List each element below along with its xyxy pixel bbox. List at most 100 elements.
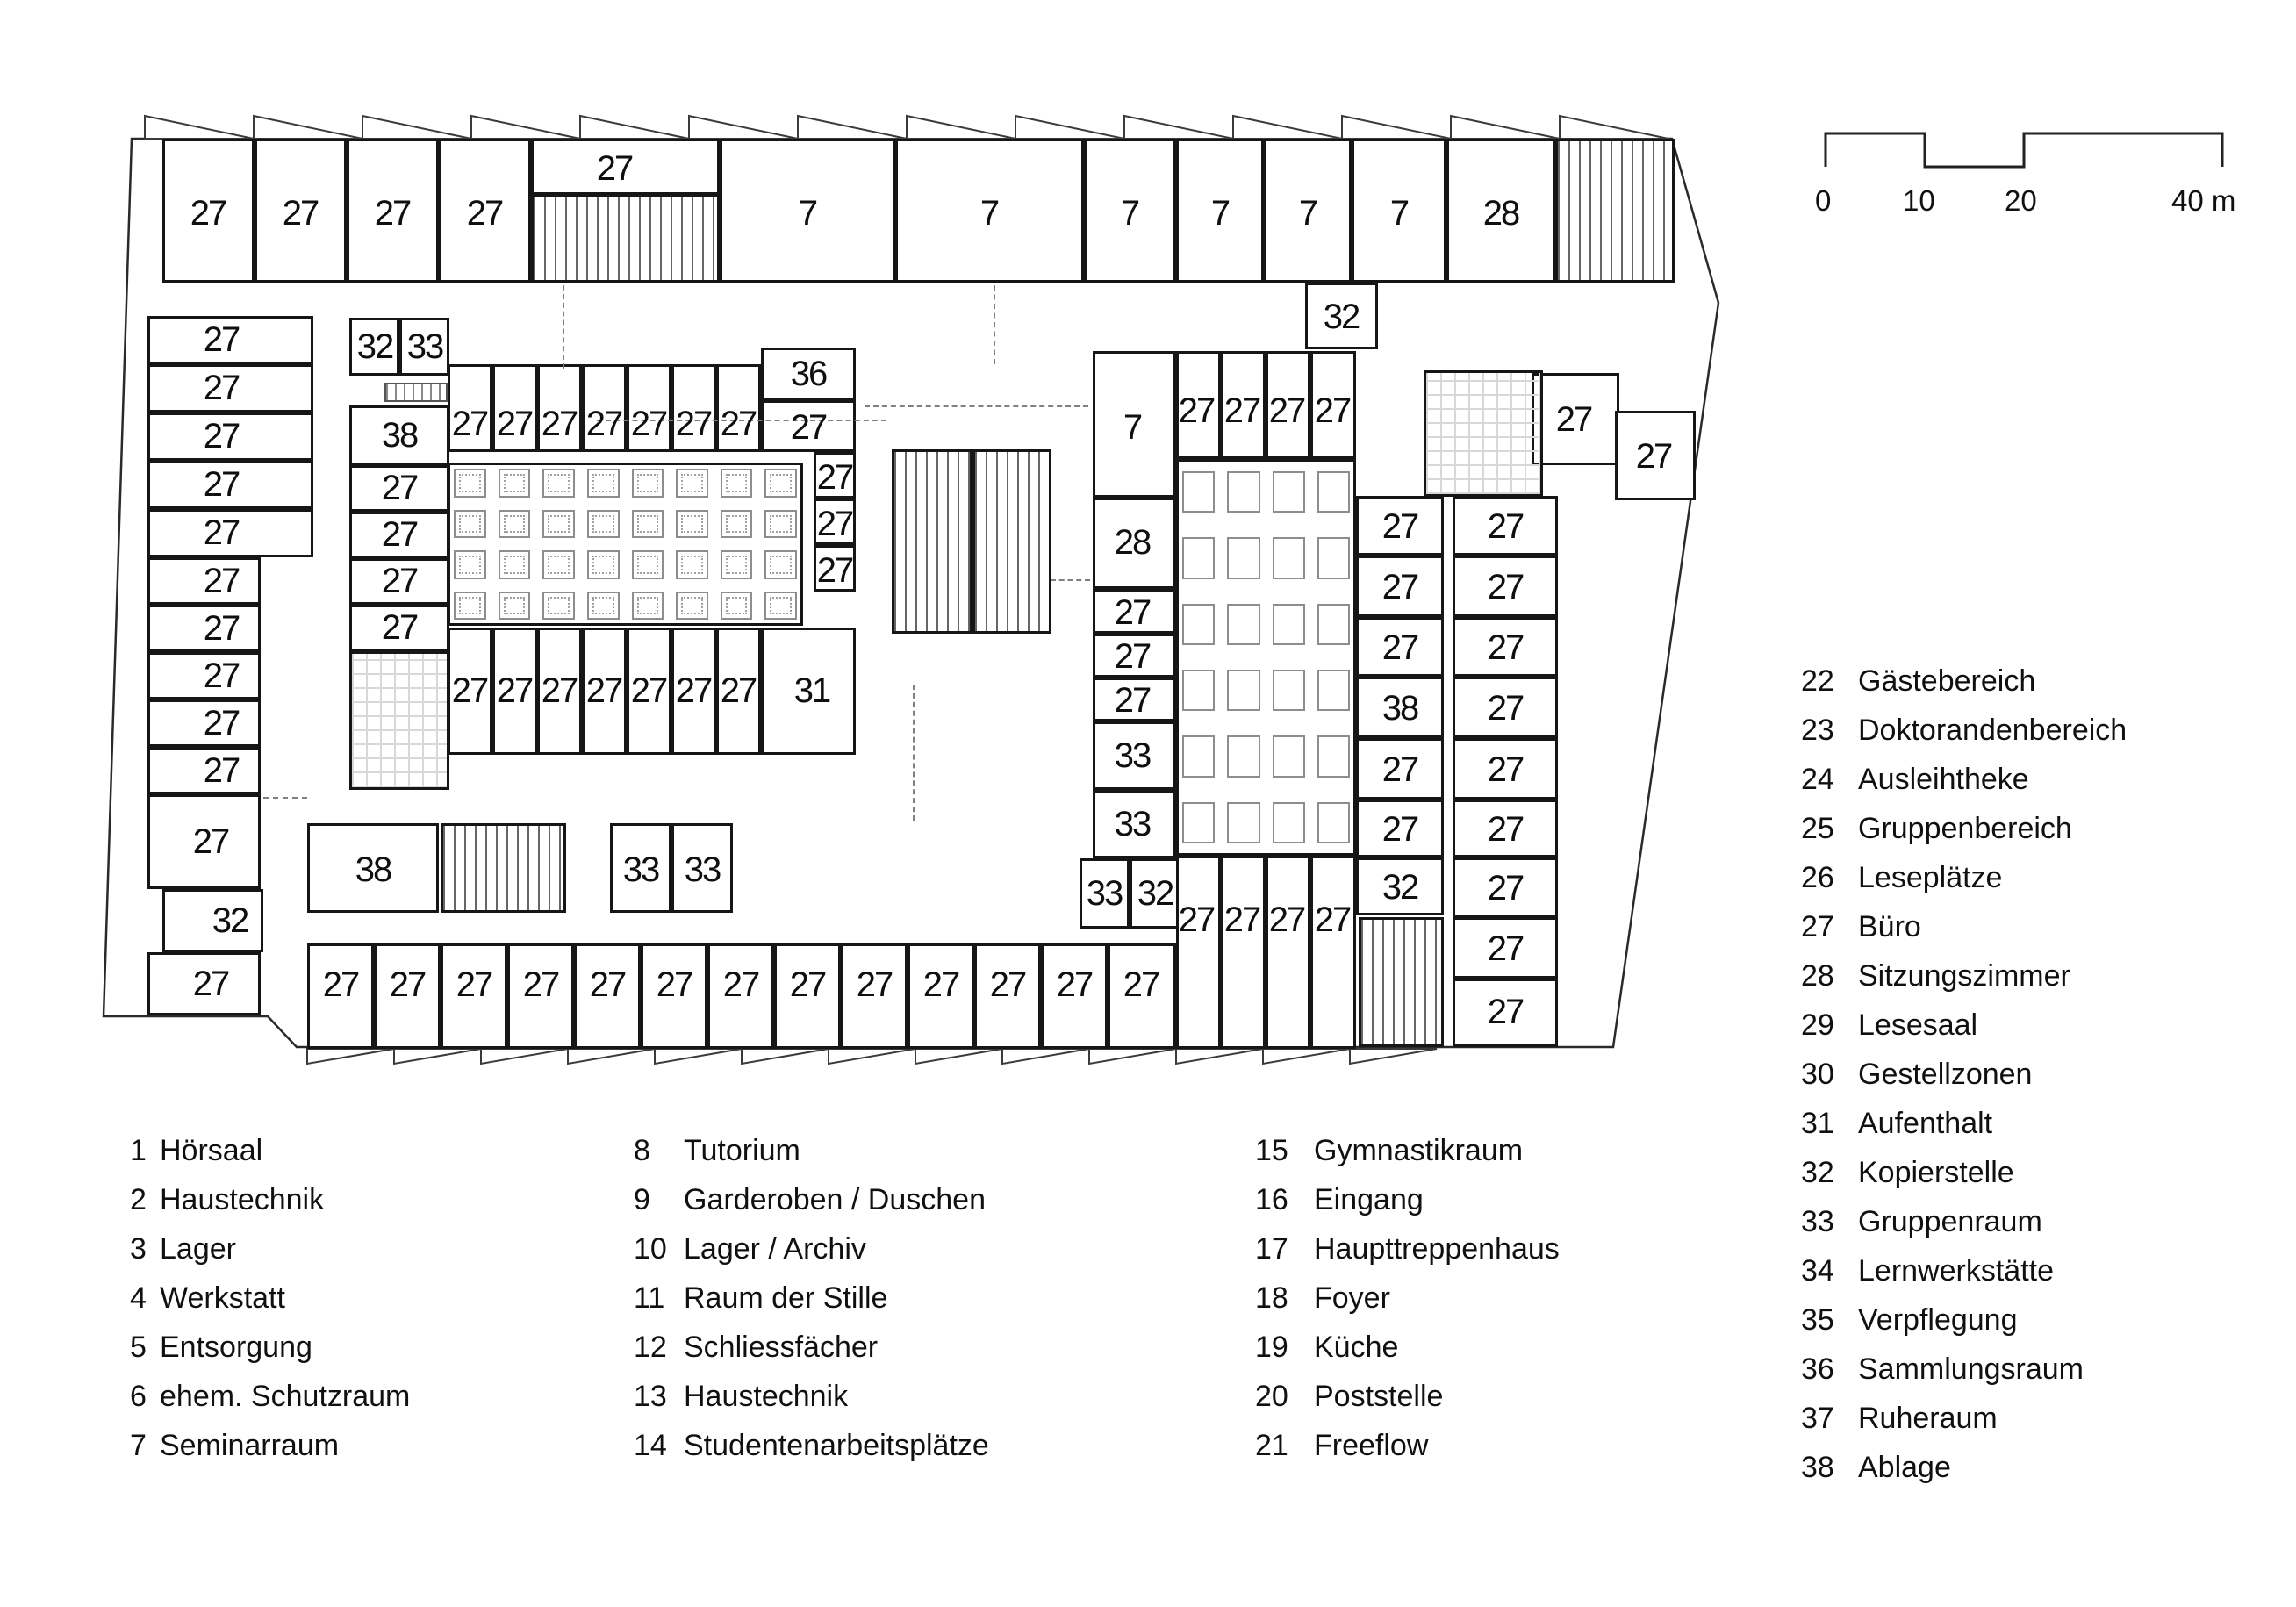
room-label: 27 — [1487, 993, 1525, 1031]
legend-label: Haustechnik — [160, 1183, 325, 1216]
room-label: 7 — [1120, 194, 1140, 233]
scale-bar — [1824, 132, 2224, 169]
legend-item: 29 Lesesaal — [1801, 1008, 1977, 1043]
legend-number: 29 — [1801, 1008, 1834, 1042]
room-label: 27 — [630, 671, 668, 710]
skylight-grid — [1176, 459, 1356, 856]
room-label: 27 — [1487, 628, 1525, 667]
legend-label: Entsorgung — [160, 1331, 312, 1364]
skylight-cell — [498, 550, 531, 579]
legend-label: Ruheraum — [1858, 1402, 1998, 1435]
room-label: 32 — [1323, 298, 1360, 336]
room-label: 33 — [622, 850, 660, 889]
reference-dash-line — [263, 797, 307, 799]
legend-label: Verpflegung — [1858, 1303, 2018, 1337]
room-label: 7 — [798, 194, 818, 233]
room-label: 27 — [466, 194, 504, 233]
room — [1615, 411, 1696, 500]
legend-label: Büro — [1858, 910, 1921, 943]
room — [147, 699, 261, 747]
legend-number: 10 — [634, 1232, 667, 1266]
room — [627, 628, 671, 755]
legend-label: Raum der Stille — [684, 1281, 888, 1315]
skylight-cell — [1317, 670, 1350, 712]
skylight-cell — [1182, 735, 1216, 778]
room — [1305, 283, 1378, 349]
legend-number: 27 — [1801, 910, 1834, 943]
room-label: 27 — [585, 405, 623, 443]
skylight-cell — [631, 591, 664, 620]
room-label: 28 — [1482, 194, 1520, 233]
legend-number: 3 — [130, 1232, 147, 1266]
legend-number: 12 — [634, 1331, 667, 1364]
room — [974, 943, 1041, 1049]
room — [1108, 943, 1176, 1049]
room-label: 27 — [816, 458, 854, 497]
reference-dash-line — [597, 420, 886, 421]
legend-number: 11 — [634, 1281, 665, 1315]
room — [1093, 790, 1176, 858]
room — [307, 823, 439, 913]
room-label: 38 — [1381, 689, 1419, 728]
skylight-cell — [631, 509, 664, 538]
legend-label: Aufenthalt — [1858, 1107, 1993, 1140]
room-label: 27 — [1381, 507, 1419, 546]
room — [1453, 496, 1558, 556]
legend-label: Kopierstelle — [1858, 1156, 2014, 1189]
skylight-cell — [631, 469, 664, 498]
legend-number: 23 — [1801, 714, 1834, 747]
room-label: 27 — [381, 562, 419, 600]
room — [162, 139, 255, 283]
room — [1093, 589, 1176, 634]
legend-label: Tutorium — [684, 1134, 800, 1167]
room-label: 27 — [203, 609, 240, 648]
room-label: 27 — [989, 965, 1027, 1004]
legend-item: 32 Kopierstelle — [1801, 1156, 2014, 1190]
room-label: 27 — [720, 671, 757, 710]
skylight-cell — [1227, 670, 1260, 712]
legend-label: Eingang — [1314, 1183, 1424, 1216]
legend-label: Schliessfächer — [684, 1331, 879, 1364]
legend-number: 6 — [130, 1380, 147, 1413]
skylight-cell — [764, 509, 797, 538]
scale-label: 0 — [1815, 184, 1832, 217]
room — [627, 364, 671, 452]
legend-item: 12 Schliessfächer — [634, 1331, 878, 1365]
room — [507, 943, 574, 1049]
legend-number: 16 — [1255, 1183, 1288, 1216]
legend-label: Lesesaal — [1858, 1008, 1978, 1042]
room — [1356, 677, 1444, 738]
room-label: 27 — [496, 671, 534, 710]
room — [814, 452, 856, 499]
legend-number: 32 — [1801, 1156, 1834, 1189]
room-label: 27 — [381, 469, 419, 507]
room-label: 27 — [203, 704, 240, 743]
legend-label: Ablage — [1858, 1451, 1951, 1484]
legend-label: Gestellzonen — [1858, 1058, 2033, 1091]
room — [761, 628, 856, 755]
skylight-cell — [764, 550, 797, 579]
room — [1453, 800, 1558, 857]
room — [1093, 351, 1176, 498]
room-label: 27 — [203, 656, 240, 695]
skylight-cell — [1272, 471, 1305, 513]
room — [582, 364, 627, 452]
legend-number: 34 — [1801, 1254, 1834, 1288]
room — [1356, 496, 1444, 556]
legend-number: 33 — [1801, 1205, 1834, 1238]
room — [1264, 139, 1352, 283]
skylight-cell — [676, 469, 708, 498]
skylight-cell — [1182, 471, 1216, 513]
room-label: 27 — [192, 822, 230, 861]
legend-item: 23 Doktorandenbereich — [1801, 714, 2127, 748]
room-label: 27 — [203, 562, 240, 600]
legend-number: 15 — [1255, 1134, 1288, 1167]
legend-number: 17 — [1255, 1232, 1288, 1266]
legend-label: Doktorandenbereich — [1858, 714, 2127, 747]
